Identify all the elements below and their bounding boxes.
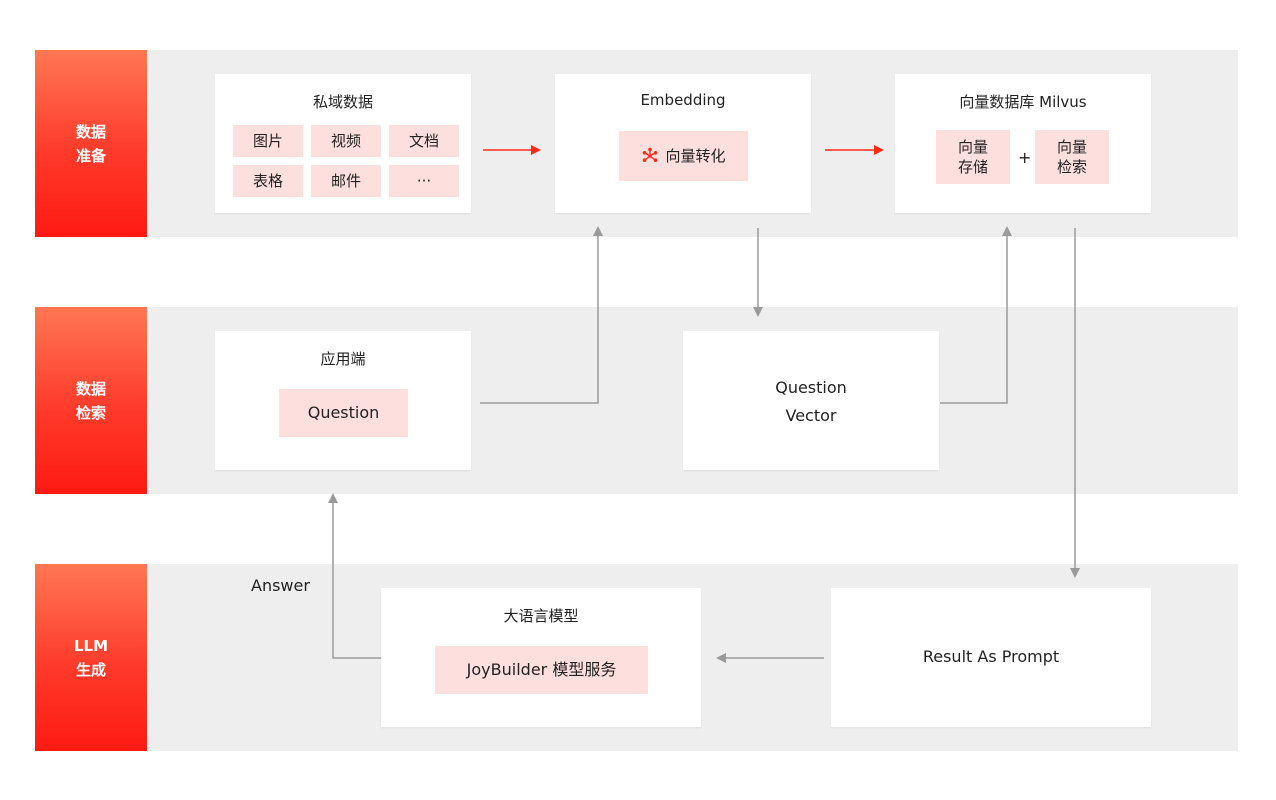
question-chip: Question — [279, 389, 408, 437]
private-data-title: 私域数据 — [312, 93, 373, 111]
stage-label-line: 生成 — [75, 660, 106, 679]
vector-search-line: 检索 — [1056, 158, 1087, 176]
result-prompt-card: Result As Prompt — [831, 588, 1151, 727]
arrow-embedding-to-question-vector — [753, 228, 763, 317]
vector-store-chip: 向量 存储 — [936, 130, 1010, 184]
arrow-vector-db-to-result — [1070, 228, 1080, 578]
molecule-icon — [641, 147, 659, 165]
question-vector-card: Question Vector — [683, 331, 939, 470]
question-vector-label: Question Vector — [683, 374, 939, 430]
stage-label-line: 准备 — [75, 146, 106, 165]
embedding-title: Embedding — [640, 91, 726, 109]
private-data-card: 私域数据 图片 视频 文档 表格 邮件 ··· — [215, 74, 471, 213]
data-type-chip: 邮件 — [311, 165, 381, 197]
stage-label-line: 检索 — [75, 403, 106, 422]
arrow-question-vector-to-vector-db — [940, 226, 1012, 404]
data-type-chip: 文档 — [389, 125, 459, 157]
data-type-chip: 图片 — [233, 125, 303, 157]
arrow-result-to-llm — [716, 653, 824, 663]
stage-label-line: 数据 — [75, 379, 106, 398]
app-card: 应用端 Question — [215, 331, 471, 470]
embedding-card: Embedding 向量 — [555, 74, 811, 213]
vector-transform-chip: 向量转化 — [619, 131, 748, 181]
vector-db-title: 向量数据库 Milvus — [959, 93, 1087, 111]
arrow-app-to-embedding — [480, 226, 603, 404]
vector-search-line: 向量 — [1056, 138, 1087, 156]
data-type-chip: 表格 — [233, 165, 303, 197]
arrow-private-to-embedding — [483, 145, 541, 155]
question-vector-line: Question — [775, 378, 847, 397]
plus-sign: + — [1018, 148, 1032, 167]
stage-label-line: LLM — [73, 636, 109, 655]
app-title: 应用端 — [320, 350, 366, 368]
joybuilder-chip: JoyBuilder 模型服务 — [435, 646, 648, 694]
result-prompt-label: Result As Prompt — [922, 647, 1060, 666]
arrow-embedding-to-vector-db — [825, 145, 884, 155]
stage-label-line: 数据 — [75, 122, 106, 141]
stage-label-retrieval: 数据 检索 — [35, 307, 147, 494]
data-type-chip: ··· — [389, 165, 459, 197]
vector-db-card: 向量数据库 Milvus 向量 存储 + 向量 检索 — [895, 74, 1151, 213]
data-type-chip: 视频 — [311, 125, 381, 157]
question-vector-line: Vector — [785, 406, 837, 425]
llm-card: 大语言模型 JoyBuilder 模型服务 — [381, 588, 701, 727]
vector-store-line: 存储 — [957, 158, 988, 176]
stage-label-preparation: 数据 准备 — [35, 50, 147, 237]
vector-search-chip: 向量 检索 — [1035, 130, 1109, 184]
answer-label: Answer — [251, 576, 310, 595]
vector-store-line: 向量 — [957, 138, 988, 156]
stage-label-generation: LLM 生成 — [35, 564, 147, 751]
vector-transform-label: 向量转化 — [665, 147, 726, 165]
llm-title: 大语言模型 — [503, 607, 579, 625]
arrow-llm-to-app — [328, 493, 381, 659]
